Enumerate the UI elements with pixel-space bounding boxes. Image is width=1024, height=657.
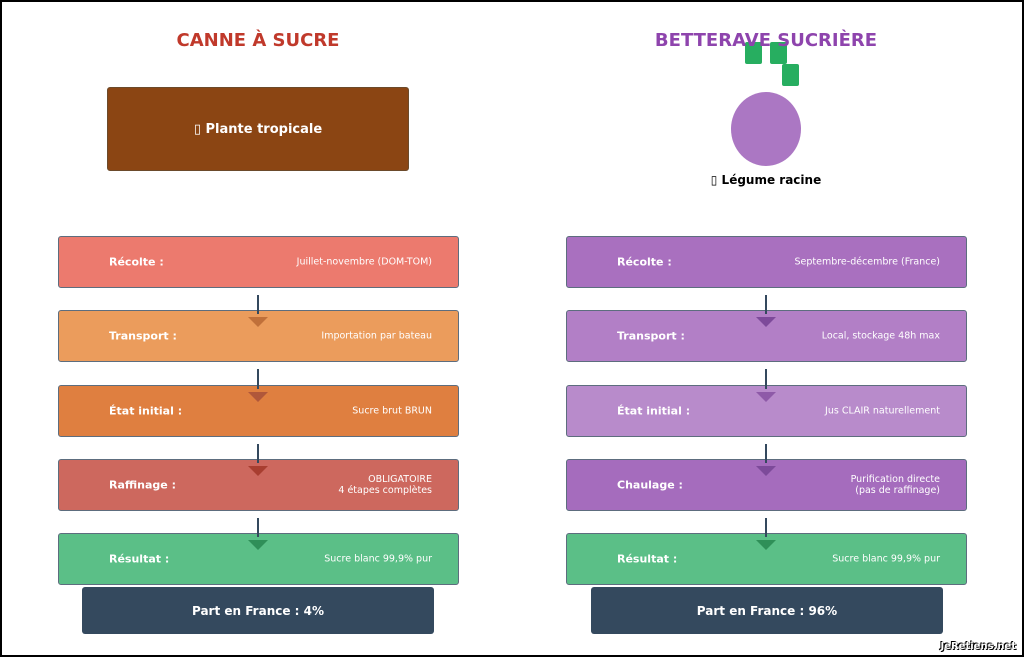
- arrow-down-icon: [248, 466, 268, 476]
- beet-title: BETTERAVE SUCRIÈRE: [654, 30, 878, 51]
- arrow-line: [765, 518, 767, 537]
- arrow-line: [257, 295, 259, 314]
- arrow-line: [765, 295, 767, 314]
- step-label: Résultat :: [617, 552, 678, 566]
- root-vegetable-label: ▯ Légume racine: [710, 173, 822, 187]
- step-label: Récolte :: [109, 255, 164, 269]
- arrow-down-icon: [248, 317, 268, 327]
- step-value: Purification directe (pas de raffinage): [850, 474, 940, 496]
- beet-root-icon: [731, 92, 801, 166]
- beet-step-box: Chaulage : Purification directe (pas de r…: [566, 459, 967, 511]
- arrow-line: [765, 444, 767, 463]
- step-value: Juillet-novembre (DOM-TOM): [296, 256, 432, 268]
- arrow-down-icon: [756, 317, 776, 327]
- watermark: JeRetiens.net: [940, 641, 1016, 652]
- beet-leaf-icon: [770, 42, 787, 64]
- step-value: Sucre brut BRUN: [352, 405, 432, 417]
- beet-leaf-icon: [782, 64, 799, 86]
- cane-share-box: Part en France : 4%: [82, 587, 434, 634]
- arrow-down-icon: [756, 466, 776, 476]
- cane-step-box: Récolte : Juillet-novembre (DOM-TOM): [58, 236, 459, 288]
- beet-leaf-icon: [745, 42, 762, 64]
- tropical-plant-box: ▯ Plante tropicale: [107, 87, 409, 171]
- arrow-down-icon: [248, 392, 268, 402]
- beet-share-box: Part en France : 96%: [591, 587, 943, 634]
- arrow-down-icon: [756, 540, 776, 550]
- step-label: Chaulage :: [617, 478, 683, 492]
- arrow-line: [257, 444, 259, 463]
- step-label: Transport :: [617, 329, 685, 343]
- step-label: État initial :: [109, 404, 183, 418]
- step-label: Résultat :: [109, 552, 170, 566]
- step-value: Jus CLAIR naturellement: [825, 405, 940, 417]
- arrow-line: [257, 369, 259, 389]
- step-value: Sucre blanc 99,9% pur: [832, 553, 940, 565]
- arrow-line: [765, 369, 767, 389]
- step-value: OBLIGATOIRE 4 étapes complètes: [338, 474, 432, 496]
- step-label: Raffinage :: [109, 478, 176, 492]
- step-value: Local, stockage 48h max: [821, 330, 940, 342]
- step-value: Sucre blanc 99,9% pur: [324, 553, 432, 565]
- beet-step-box: Récolte : Septembre-décembre (France): [566, 236, 967, 288]
- arrow-line: [257, 518, 259, 537]
- step-label: État initial :: [617, 404, 691, 418]
- arrow-down-icon: [248, 540, 268, 550]
- cane-title: CANNE À SUCRE: [176, 30, 340, 51]
- step-value: Importation par bateau: [321, 330, 432, 342]
- step-label: Transport :: [109, 329, 177, 343]
- arrow-down-icon: [756, 392, 776, 402]
- step-label: Récolte :: [617, 255, 672, 269]
- step-value: Septembre-décembre (France): [794, 256, 940, 268]
